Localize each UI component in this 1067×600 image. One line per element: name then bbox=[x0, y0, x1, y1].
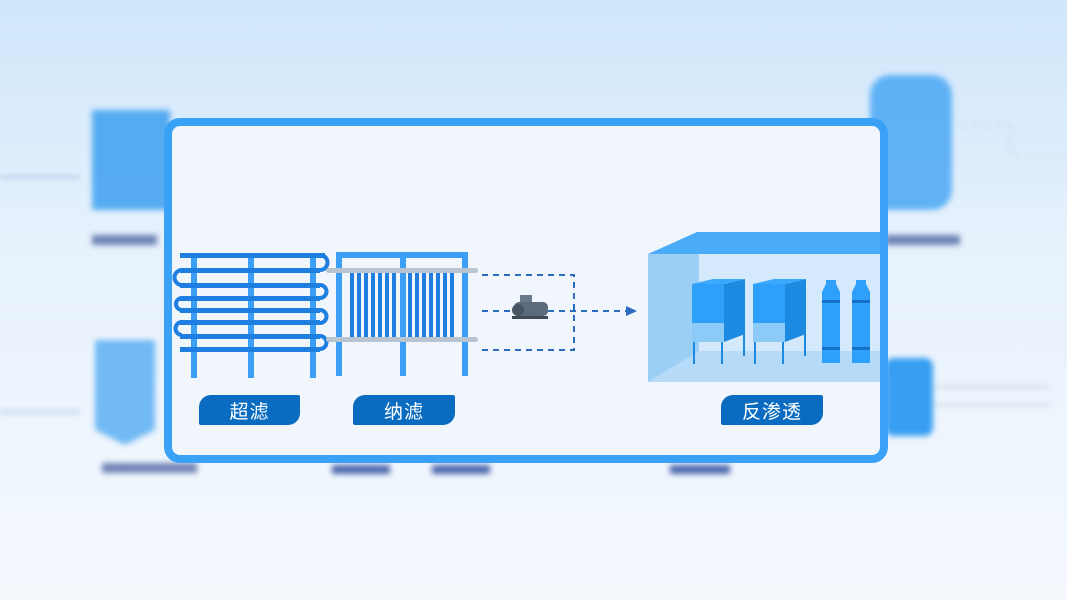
bg-label bbox=[432, 465, 490, 474]
bg-label bbox=[670, 465, 730, 474]
reverse-osmosis-unit bbox=[648, 232, 880, 382]
process-panel: 超滤 纳滤 反渗透 bbox=[164, 118, 888, 463]
bg-label bbox=[102, 463, 197, 473]
bg-tank bbox=[92, 110, 170, 210]
bg-tank bbox=[870, 75, 952, 210]
ro-cabinet bbox=[753, 279, 806, 364]
stage-label-ultrafiltration: 超滤 bbox=[199, 395, 300, 425]
bg-clarifier bbox=[95, 340, 155, 445]
stage-label-nanofiltration: 纳滤 bbox=[353, 395, 455, 425]
pump-flow-lines bbox=[482, 274, 627, 351]
ro-vessel bbox=[822, 280, 840, 363]
stage-label-reverse-osmosis: 反渗透 bbox=[721, 395, 823, 425]
ro-vessel bbox=[852, 280, 870, 363]
bg-tank bbox=[885, 358, 933, 436]
ultrafiltration-unit bbox=[172, 253, 330, 378]
process-illustration bbox=[172, 232, 880, 382]
ro-cabinet bbox=[692, 279, 745, 364]
bg-dashed-line bbox=[960, 124, 1067, 156]
bg-label bbox=[885, 235, 960, 245]
bg-label bbox=[92, 235, 157, 245]
flow-arrow-icon bbox=[626, 306, 637, 316]
bg-label bbox=[332, 465, 390, 474]
pump-icon bbox=[512, 295, 548, 319]
nanofiltration-unit bbox=[326, 252, 478, 376]
